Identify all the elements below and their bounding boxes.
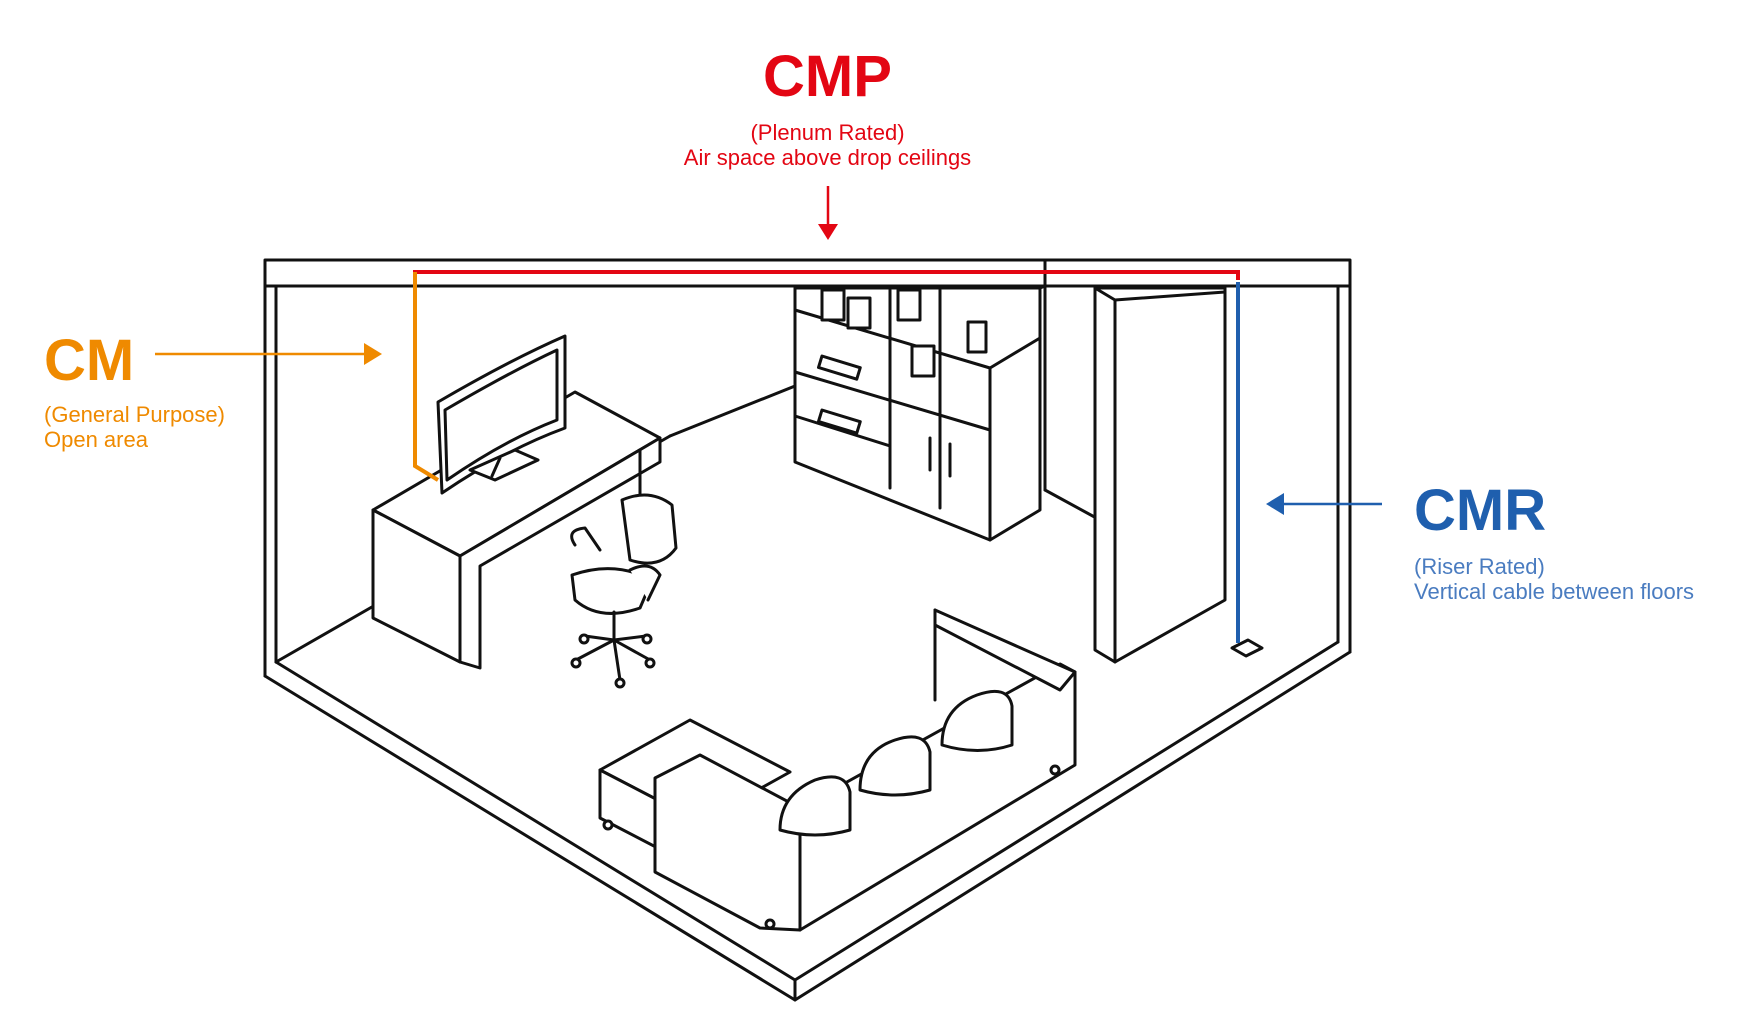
cm-cable [413,272,440,482]
arrow-down-icon [818,186,838,240]
shelving-unit [793,286,1042,542]
sofa [598,608,1077,932]
cmp-rating: (Plenum Rated) [750,120,905,145]
cmr-rating: (Riser Rated) [1414,554,1545,579]
riser-cabinet [1093,286,1264,664]
cm-description: Open area [44,427,148,452]
cmr-description: Vertical cable between floors [1414,579,1695,604]
cmp-code: CMP [763,44,892,109]
cmp-label-group: CMP (Plenum Rated) Air space above drop … [0,44,1750,171]
desk [371,390,662,670]
office-chair [570,493,678,689]
cm-label-group: CM (General Purpose) Open area [44,328,225,453]
cmr-code: CMR [1414,478,1547,543]
arrow-left-icon [1266,493,1382,515]
monitor [436,334,567,495]
cm-rating: (General Purpose) [44,402,225,427]
arrow-right-icon [155,343,382,365]
cmr-label-group: CMR (Riser Rated) Vertical cable between… [1414,478,1695,605]
cmp-description: Air space above drop ceilings [683,145,972,170]
cm-code: CM [44,328,135,393]
